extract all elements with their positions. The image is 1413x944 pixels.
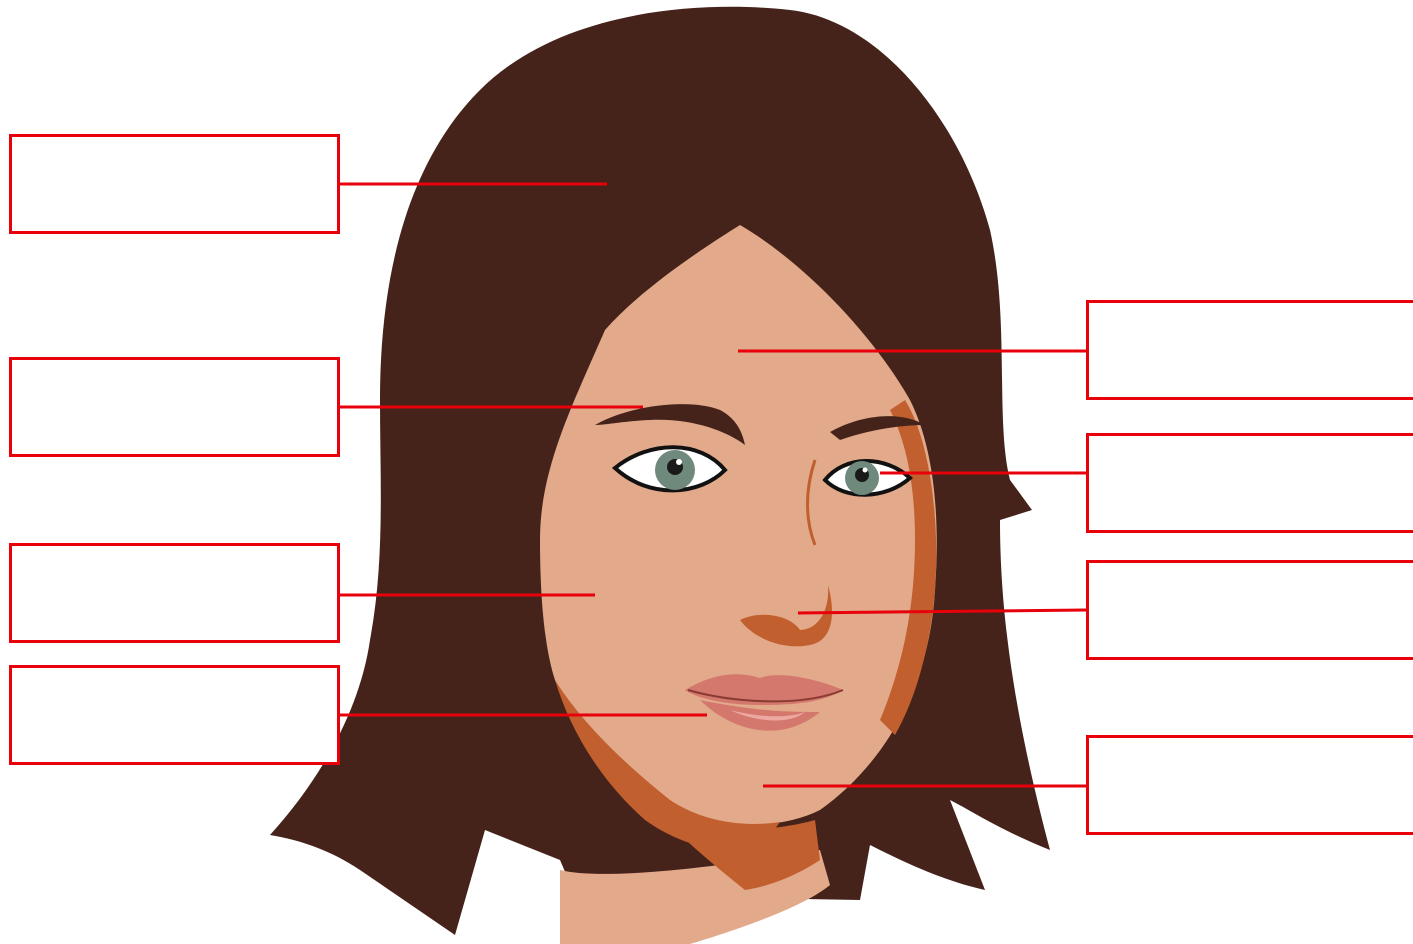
label-box-forehead[interactable] [1086, 300, 1413, 400]
label-forehead [1089, 303, 1413, 397]
label-box-eyebrow[interactable] [9, 357, 340, 457]
face-skin [540, 225, 937, 825]
label-eyebrow [12, 360, 337, 454]
right-eyebrow [830, 416, 925, 440]
label-box-lips[interactable] [9, 665, 340, 765]
nose-bridge [806, 459, 817, 546]
label-eye [1089, 436, 1413, 530]
left-eye [611, 445, 728, 493]
lips [685, 674, 844, 731]
left-eyebrow [595, 404, 745, 445]
label-box-cheek[interactable] [9, 543, 340, 643]
nose [740, 585, 833, 647]
label-box-hair[interactable] [9, 134, 340, 234]
jaw-shadow [555, 680, 780, 852]
label-box-eye[interactable] [1086, 433, 1413, 533]
leader-line-nose [797, 608, 1087, 615]
label-hair [12, 137, 337, 231]
label-chin [1089, 738, 1413, 832]
label-lips [12, 668, 337, 762]
label-box-chin[interactable] [1086, 735, 1413, 835]
label-nose [1089, 563, 1413, 657]
label-cheek [12, 546, 337, 640]
right-eye [822, 459, 913, 497]
label-box-nose[interactable] [1086, 560, 1413, 660]
face-shadow-right [880, 400, 937, 735]
